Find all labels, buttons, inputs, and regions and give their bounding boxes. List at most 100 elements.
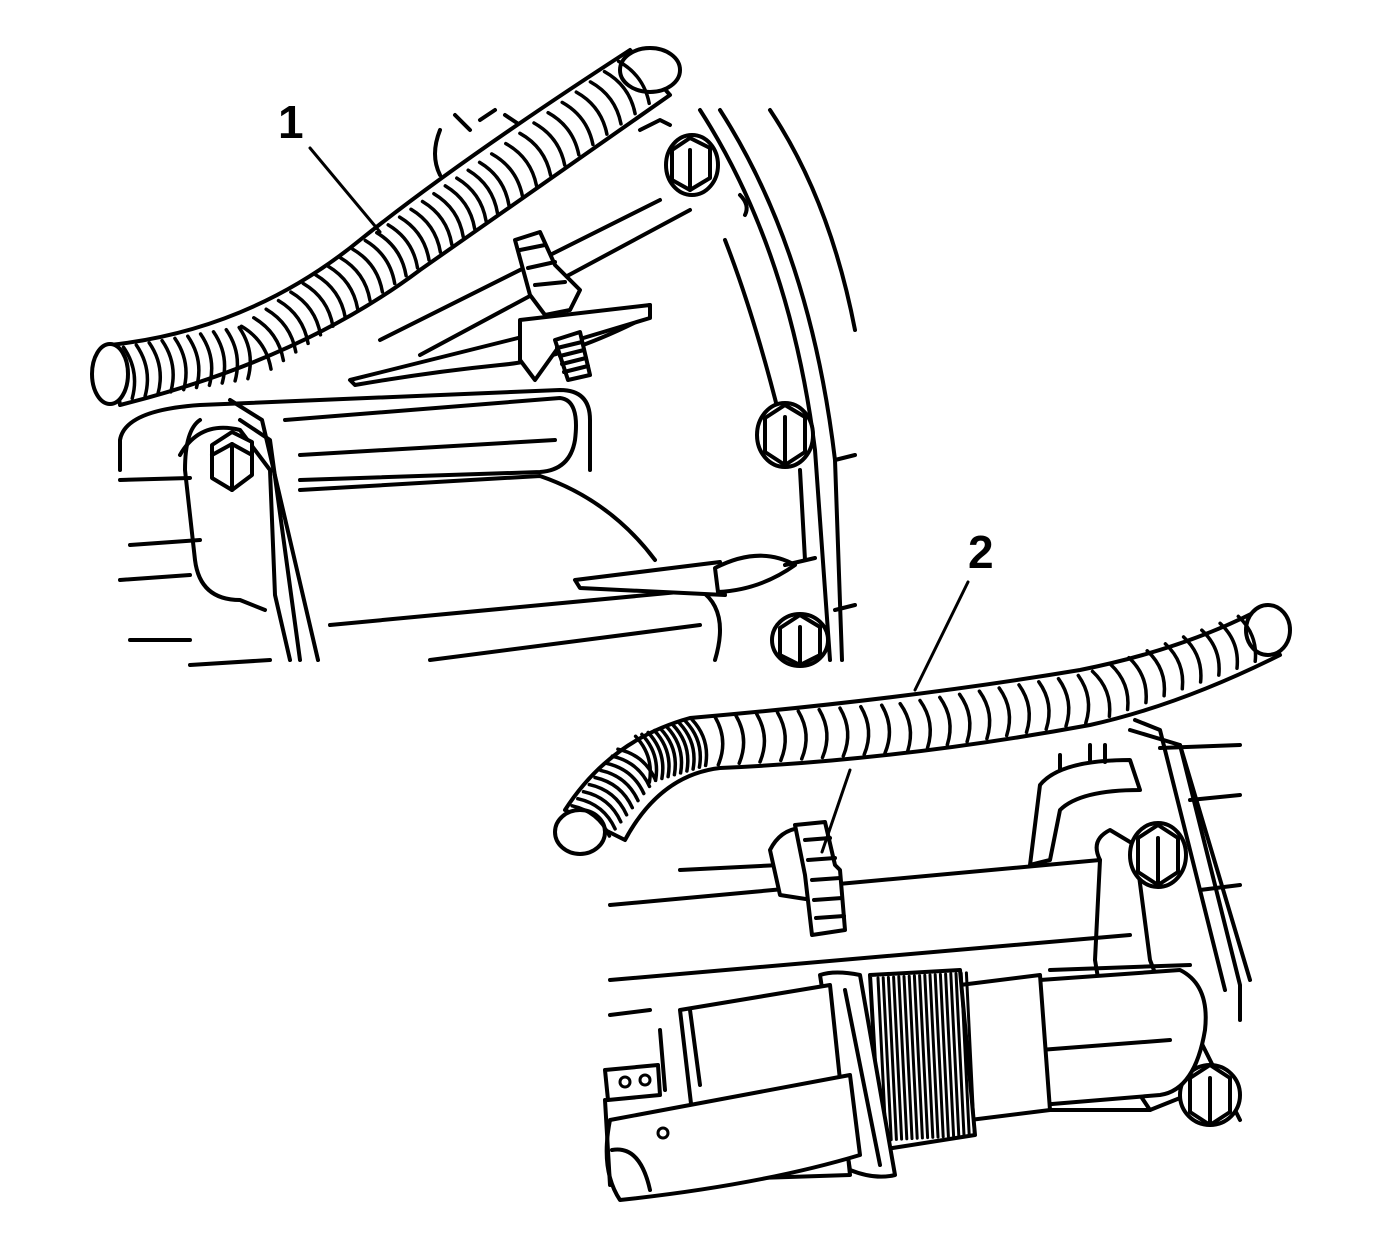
spline-tooth xyxy=(912,974,924,1140)
conduit-rib xyxy=(560,100,595,147)
conduit-rib xyxy=(859,704,871,757)
spline-tooth xyxy=(944,972,956,1138)
lower-view: 2 xyxy=(553,526,1292,1202)
conduit-rib xyxy=(938,695,952,747)
conduit-rib xyxy=(455,176,488,223)
conduit-rib xyxy=(918,698,932,750)
conduit-rib xyxy=(640,732,659,783)
conduit-rib xyxy=(977,689,992,741)
conduit-rib xyxy=(690,717,709,768)
conduit-rib xyxy=(186,334,201,390)
conduit-rib xyxy=(264,307,298,354)
splined-collar xyxy=(876,971,976,1142)
conduit-rib xyxy=(375,230,408,278)
spline-tooth xyxy=(918,974,930,1140)
conduit-rib xyxy=(1090,669,1112,719)
conduit-rib xyxy=(671,723,690,773)
conduit-rib xyxy=(581,789,623,824)
conduit-rib xyxy=(326,264,360,311)
spline-tooth xyxy=(892,975,904,1141)
conduit-rib xyxy=(466,168,500,215)
conduit-rib xyxy=(351,247,385,294)
conduit-rib xyxy=(198,332,214,388)
transmission-housing-lower xyxy=(608,718,1252,1122)
spline-tooth xyxy=(959,971,971,1137)
conduit-rib xyxy=(160,338,175,394)
harness-conduit-installed xyxy=(90,46,682,407)
conduit-rib xyxy=(1236,614,1258,664)
conduit-rib xyxy=(301,281,335,328)
conduit-rib xyxy=(588,80,623,126)
callout-1: 1 xyxy=(278,96,382,234)
conduit-rib xyxy=(616,59,651,106)
conduit-rib xyxy=(713,715,725,767)
spline-tooth xyxy=(964,971,976,1137)
conduit-rib xyxy=(598,768,640,803)
callout-1-leader xyxy=(308,146,382,234)
conduit-rib xyxy=(252,316,286,363)
conduit-rib xyxy=(646,730,665,781)
conduit-rib xyxy=(363,238,397,286)
conduit-rib xyxy=(289,290,323,337)
conduit-rib xyxy=(570,804,612,838)
conduit-rib xyxy=(211,330,227,385)
bolt-lower-bottom xyxy=(1178,1063,1242,1127)
conduit-rib xyxy=(576,796,617,831)
conduit-rib xyxy=(677,721,696,771)
conduit-rib xyxy=(224,327,240,383)
conduit-rib xyxy=(997,686,1012,738)
upper-view: 1 xyxy=(90,46,857,668)
spline-tooth xyxy=(933,973,945,1139)
spline-tooth xyxy=(907,974,919,1140)
spline-tooth xyxy=(881,976,893,1142)
vent-tube xyxy=(573,553,817,597)
conduit-rib xyxy=(1145,649,1167,698)
conduit-rib xyxy=(134,343,150,398)
conduit-rib xyxy=(489,152,525,198)
conduit-rib xyxy=(957,692,972,744)
bolt-lower-upper xyxy=(1128,821,1188,889)
conduit-rib xyxy=(898,701,913,753)
conduit-rib xyxy=(775,710,787,763)
conduit-rib xyxy=(546,110,581,157)
callout-2-label: 2 xyxy=(968,526,994,578)
conduit-rib xyxy=(518,131,553,178)
conduit-rib xyxy=(610,754,652,789)
conduit-rib xyxy=(1037,680,1051,731)
conduit-rib xyxy=(796,709,808,761)
callout-2: 2 xyxy=(820,526,994,854)
conduit-rib xyxy=(658,727,678,777)
conduit-rib xyxy=(1056,676,1071,728)
conduit-rib xyxy=(432,191,465,239)
conduit-rib xyxy=(1127,655,1148,705)
spline-tooth xyxy=(938,972,950,1138)
harness-retainer-clip-lower xyxy=(768,820,847,937)
conduit-rib xyxy=(173,336,188,392)
bolt-upper-flange xyxy=(210,430,254,492)
bolt-upper-lower-right xyxy=(770,612,830,668)
conduit-rib xyxy=(587,782,629,817)
conduit-rib xyxy=(817,707,829,760)
conduit-rib xyxy=(237,325,252,381)
bolt-upper-top-right xyxy=(664,133,720,197)
harness-conduit-clip xyxy=(553,603,1292,856)
conduit-rib xyxy=(1108,662,1130,712)
spline-tooth xyxy=(928,973,940,1139)
bolt-upper-middle-right xyxy=(755,401,815,469)
spline-tooth xyxy=(954,972,966,1137)
conduit-rib xyxy=(409,207,443,254)
conduit-rib xyxy=(1218,621,1240,670)
harness-retainer-clip-upper xyxy=(513,230,652,382)
conduit-rib xyxy=(443,184,477,231)
conduit-rib xyxy=(420,199,454,247)
conduit-rib xyxy=(683,719,703,769)
conduit-rib xyxy=(532,121,567,167)
conduit-rib xyxy=(604,761,646,796)
spline-tooth xyxy=(886,975,898,1141)
callout-2-clip-leader xyxy=(820,768,852,854)
conduit-rib xyxy=(397,215,431,262)
conduit-rib xyxy=(276,298,310,346)
spline-tooth xyxy=(897,975,909,1141)
conduit-rib xyxy=(386,223,420,270)
